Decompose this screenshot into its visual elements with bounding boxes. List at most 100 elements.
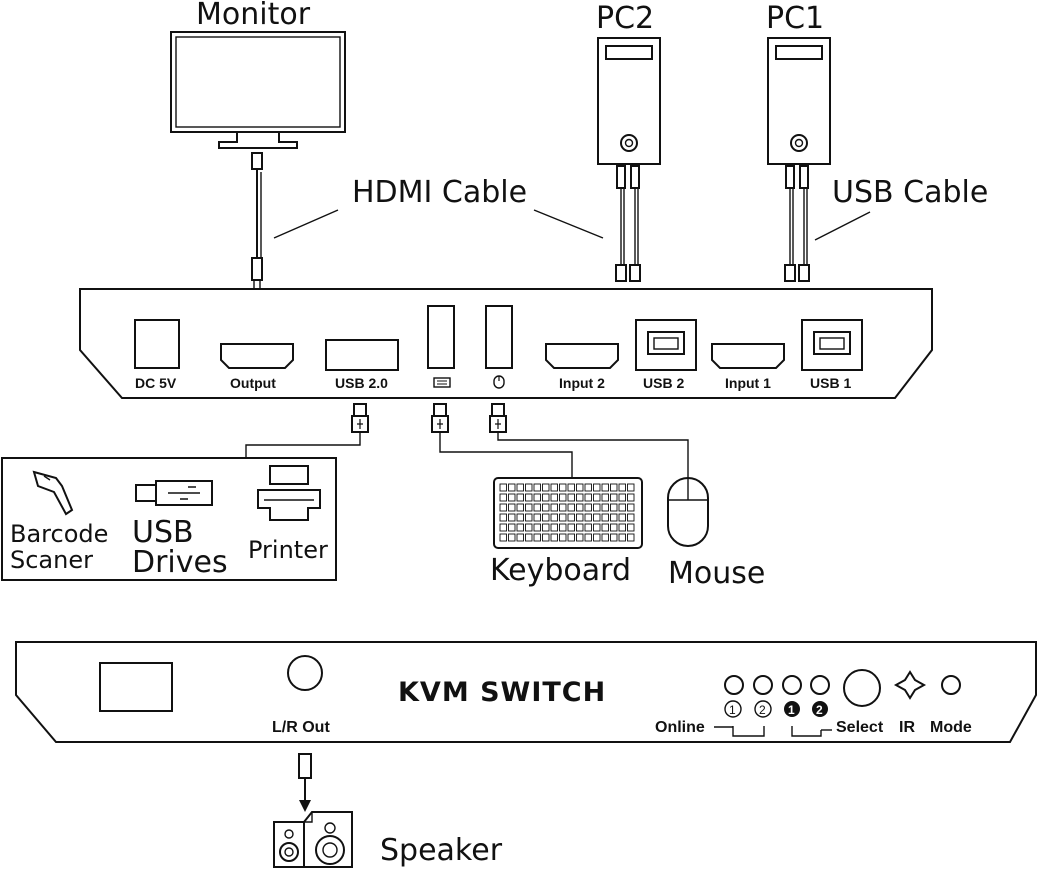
keyboard-key [618, 503, 626, 512]
keyboard-key [516, 503, 524, 512]
printer-label: Printer [248, 536, 328, 564]
keyboard-key [542, 523, 550, 532]
keyboard-key [610, 513, 618, 522]
mouse-device [667, 477, 709, 547]
keyboard-key [584, 523, 592, 532]
output-hdmi-port [220, 343, 294, 369]
mode-label: Mode [930, 719, 972, 736]
usb2-port [635, 319, 697, 371]
input1-hdmi-port [711, 343, 785, 369]
keyboard-key [499, 523, 507, 532]
keyboard-key [508, 493, 516, 502]
usb-devices-box [1, 457, 337, 581]
keyboard-key [550, 523, 558, 532]
keyboard-key [499, 533, 507, 542]
printer-icon [257, 465, 321, 521]
input2-label: Input 2 [559, 375, 605, 391]
keyboard-key [601, 513, 609, 522]
select-2-label: 2 [816, 703, 823, 717]
front-panel-title: KVM SWITCH [398, 677, 606, 708]
keyboard-key [601, 493, 609, 502]
keyboard-key [542, 513, 550, 522]
usb20-label: USB 2.0 [335, 375, 388, 391]
select-led-2 [810, 675, 830, 695]
keyboard-key [499, 483, 507, 492]
keyboard-usb-port [427, 305, 455, 369]
barcode-label-line2: Scaner [10, 546, 93, 574]
keyboard-key [542, 493, 550, 502]
mode-button[interactable] [941, 675, 961, 695]
mouse-label: Mouse [668, 556, 765, 591]
keyboard-key [508, 523, 516, 532]
keyboard-key [610, 493, 618, 502]
barcode-label-line1: Barcode [10, 520, 108, 548]
speaker-icon [273, 811, 353, 868]
keyboard-key [618, 493, 626, 502]
keyboard-key [559, 493, 567, 502]
dc-5v-port [134, 319, 180, 369]
keyboard-key [593, 523, 601, 532]
keyboard-key [601, 533, 609, 542]
keyboard-label: Keyboard [490, 553, 631, 588]
keyboard-key [610, 523, 618, 532]
keyboard-key [584, 483, 592, 492]
pc1-label: PC1 [766, 1, 824, 36]
keyboard-key [542, 503, 550, 512]
hdmi-cable-pointer-right [533, 209, 604, 239]
keyboard-key [525, 493, 533, 502]
keyboard-key [508, 483, 516, 492]
keyboard-key [618, 533, 626, 542]
keyboard-key [533, 513, 541, 522]
keyboard-key [525, 513, 533, 522]
usb20-plug [245, 403, 369, 458]
keyboard-key [593, 503, 601, 512]
keyboard-key [584, 513, 592, 522]
keyboard-key [533, 523, 541, 532]
keyboard-key [525, 523, 533, 532]
select-label: Select [836, 719, 884, 736]
online-led-2 [753, 675, 773, 695]
usb-cable-pointer [814, 211, 871, 241]
hdmi-cable-pointer [273, 209, 339, 239]
keyboard-key [533, 533, 541, 542]
keyboard-key [508, 513, 516, 522]
keyboard-key [567, 483, 575, 492]
keyboard-key [516, 493, 524, 502]
keyboard-key [525, 533, 533, 542]
select-1-label: 1 [788, 703, 795, 717]
barcode-scanner-icon [32, 470, 74, 516]
keyboard-key [567, 493, 575, 502]
mouse-usb-port [485, 305, 513, 369]
keyboard-key [533, 483, 541, 492]
keyboard-key [550, 483, 558, 492]
usb-drive-icon [135, 480, 213, 506]
keyboard-key [499, 493, 507, 502]
keyboard-key [499, 503, 507, 512]
usb2-label: USB 2 [643, 375, 684, 391]
keyboard-key [627, 513, 635, 522]
keyboard-key [610, 533, 618, 542]
keyboard-key [559, 523, 567, 532]
keyboard-key [567, 523, 575, 532]
output-label: Output [230, 375, 276, 391]
keyboard-key [610, 503, 618, 512]
keyboard-key [516, 513, 524, 522]
keyboard-key [533, 493, 541, 502]
keyboard-key [627, 493, 635, 502]
usb20-port [325, 339, 399, 371]
ir-label: IR [899, 719, 915, 736]
keyboard-key [584, 503, 592, 512]
keyboard-key [567, 503, 575, 512]
usb-cable-label: USB Cable [832, 175, 988, 210]
keyboard-key [584, 493, 592, 502]
front-display-window [99, 662, 173, 712]
monitor [170, 31, 346, 289]
keyboard-key [508, 533, 516, 542]
keyboard-key [593, 493, 601, 502]
keyboard-key [576, 483, 584, 492]
select-button[interactable] [843, 669, 881, 707]
keyboard-key [542, 533, 550, 542]
keyboard-icon [433, 377, 451, 388]
keyboard-key [627, 523, 635, 532]
